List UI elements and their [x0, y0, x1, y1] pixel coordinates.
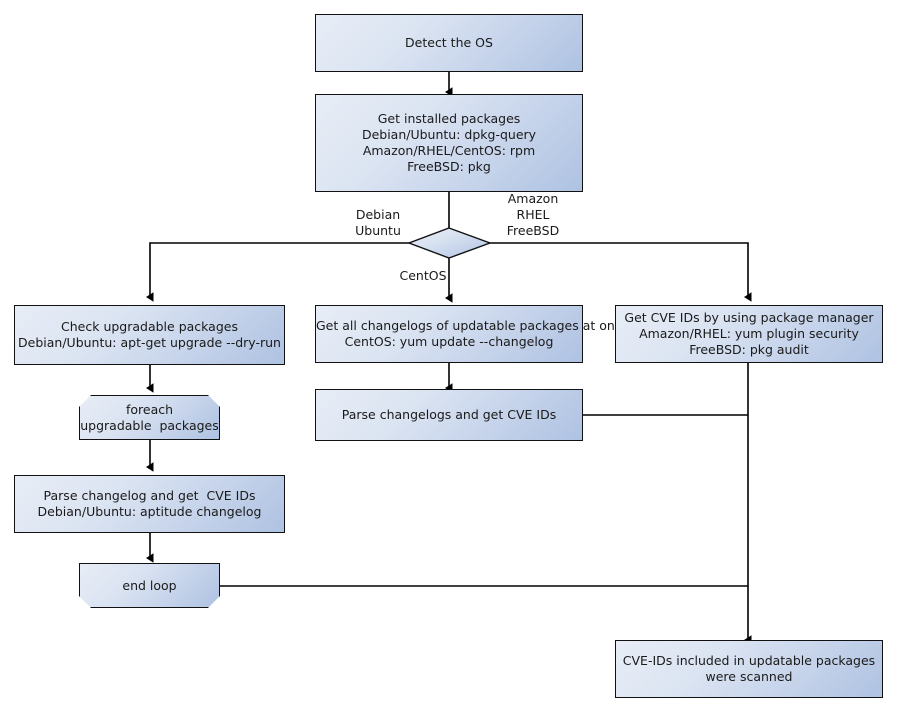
node-detect-os-label: Detect the OS: [405, 35, 493, 50]
node-scanned-result-label: CVE-IDs included in updatable packages w…: [622, 653, 876, 684]
node-get-cve-ids-package-manager-label: Get CVE IDs by using package manager Ama…: [624, 310, 874, 357]
edge-branch-debian: [146, 242, 410, 302]
node-get-all-changelogs-label: Get all changelogs of updatable packages…: [316, 318, 629, 349]
node-parse-changelog-single: Parse changelog and get CVE IDs Debian/U…: [14, 475, 285, 533]
edge-label-debian-ubuntu: Debian Ubuntu: [355, 207, 401, 238]
node-end-loop: end loop: [79, 563, 220, 608]
node-scanned-result: CVE-IDs included in updatable packages w…: [615, 640, 883, 698]
node-foreach-loop-start: foreach upgradable packages: [79, 395, 220, 440]
node-parse-changelogs-multi-label: Parse changelogs and get CVE IDs: [341, 407, 557, 422]
node-parse-changelogs-multi: Parse changelogs and get CVE IDs: [315, 389, 583, 441]
node-detect-os: Detect the OS: [315, 14, 583, 72]
node-parse-changelog-single-label: Parse changelog and get CVE IDs Debian/U…: [37, 488, 262, 519]
edge-branch-amazon: [489, 242, 752, 302]
node-check-upgradable-packages: Check upgradable packages Debian/Ubuntu:…: [14, 305, 285, 365]
node-foreach-loop-start-label: foreach upgradable packages: [80, 401, 219, 433]
os-decision-diamond: [407, 227, 493, 259]
edge-label-centos: CentOS: [399, 268, 447, 283]
node-get-cve-ids-package-manager: Get CVE IDs by using package manager Ama…: [615, 305, 883, 363]
node-get-installed-packages: Get installed packages Debian/Ubuntu: dp…: [315, 94, 583, 192]
node-get-all-changelogs: Get all changelogs of updatable packages…: [315, 305, 629, 363]
node-get-installed-packages-label: Get installed packages Debian/Ubuntu: dp…: [361, 111, 537, 174]
node-end-loop-label: end loop: [122, 577, 177, 593]
edge-label-amazon-rhel-freebsd: Amazon RHEL FreeBSD: [506, 191, 560, 238]
node-check-upgradable-packages-label: Check upgradable packages Debian/Ubuntu:…: [18, 319, 281, 350]
